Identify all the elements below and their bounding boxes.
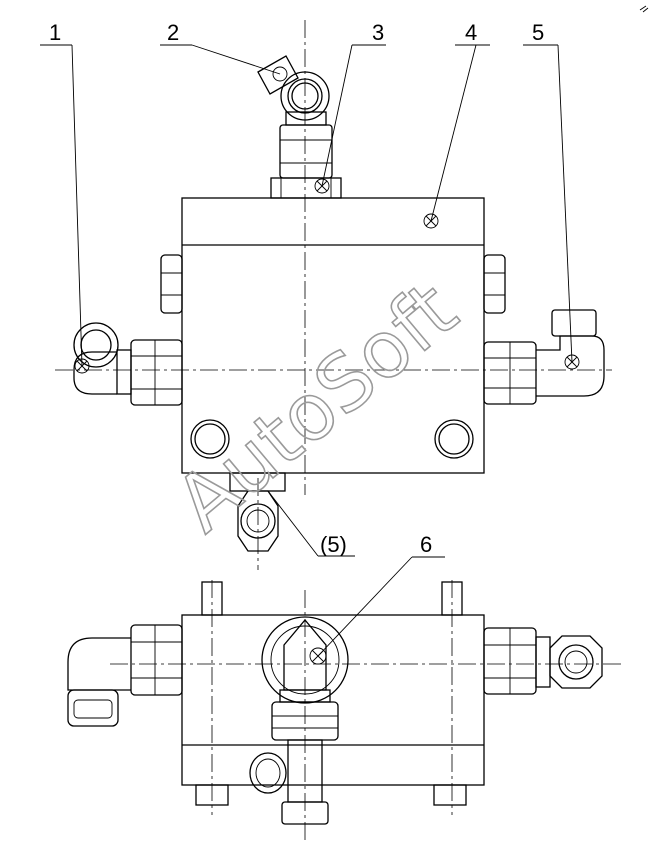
port-6-marker: [309, 647, 327, 665]
top-view: [55, 20, 612, 570]
stud-right-bottom: [433, 784, 467, 806]
port-4-marker: [423, 213, 439, 229]
bottom-port-hex: [237, 490, 279, 552]
valve-block-lower: [181, 614, 485, 786]
left-fitting-neck: [116, 349, 132, 395]
stud-left-top: [201, 581, 223, 616]
left-elbow-port: [73, 322, 119, 368]
label-1: 1: [49, 20, 61, 45]
label-4: 4: [465, 20, 477, 45]
right-lower-hex: [549, 635, 603, 689]
bottom-view: [67, 580, 625, 840]
center-hex-plug: [283, 618, 327, 691]
label-5-bottom: (5): [320, 532, 347, 557]
center-boss: [261, 616, 349, 704]
watermark-text: AutoSoft: [159, 265, 473, 549]
corner-mark: [639, 5, 649, 13]
label-2: 2: [167, 20, 179, 45]
vertical-fitting-cap: [281, 801, 329, 825]
left-lower-elbow-nut: [67, 689, 119, 727]
top-fitting-base-nut: [270, 177, 342, 199]
label-3: 3: [372, 20, 384, 45]
top-elbow-body: [280, 71, 330, 121]
leader-lines: [40, 44, 573, 657]
left-elbow: [73, 351, 117, 395]
right-elbow-cap: [551, 309, 597, 337]
label-6: 6: [420, 532, 432, 557]
angled-plug-2: [257, 55, 299, 95]
mounting-bolt-right: [434, 419, 474, 459]
right-lower-port: [558, 644, 594, 680]
top-fitting-hex: [279, 124, 333, 179]
bottom-port-bore: [240, 503, 276, 539]
left-lower-elbow: [67, 637, 131, 691]
left-upper-nut: [160, 254, 183, 314]
top-fitting-neck: [285, 111, 327, 126]
side-elbow-port: [249, 752, 287, 794]
stud-left-bottom: [195, 784, 229, 806]
stud-right-top: [441, 581, 463, 616]
mounting-bolt-left: [190, 419, 230, 459]
left-fitting-hex: [130, 339, 183, 406]
label-5: 5: [532, 20, 544, 45]
port-3-marker: [314, 178, 330, 194]
right-upper-nut: [483, 254, 506, 314]
right-elbow: [536, 335, 605, 397]
left-lower-fitting-hex: [130, 624, 183, 696]
